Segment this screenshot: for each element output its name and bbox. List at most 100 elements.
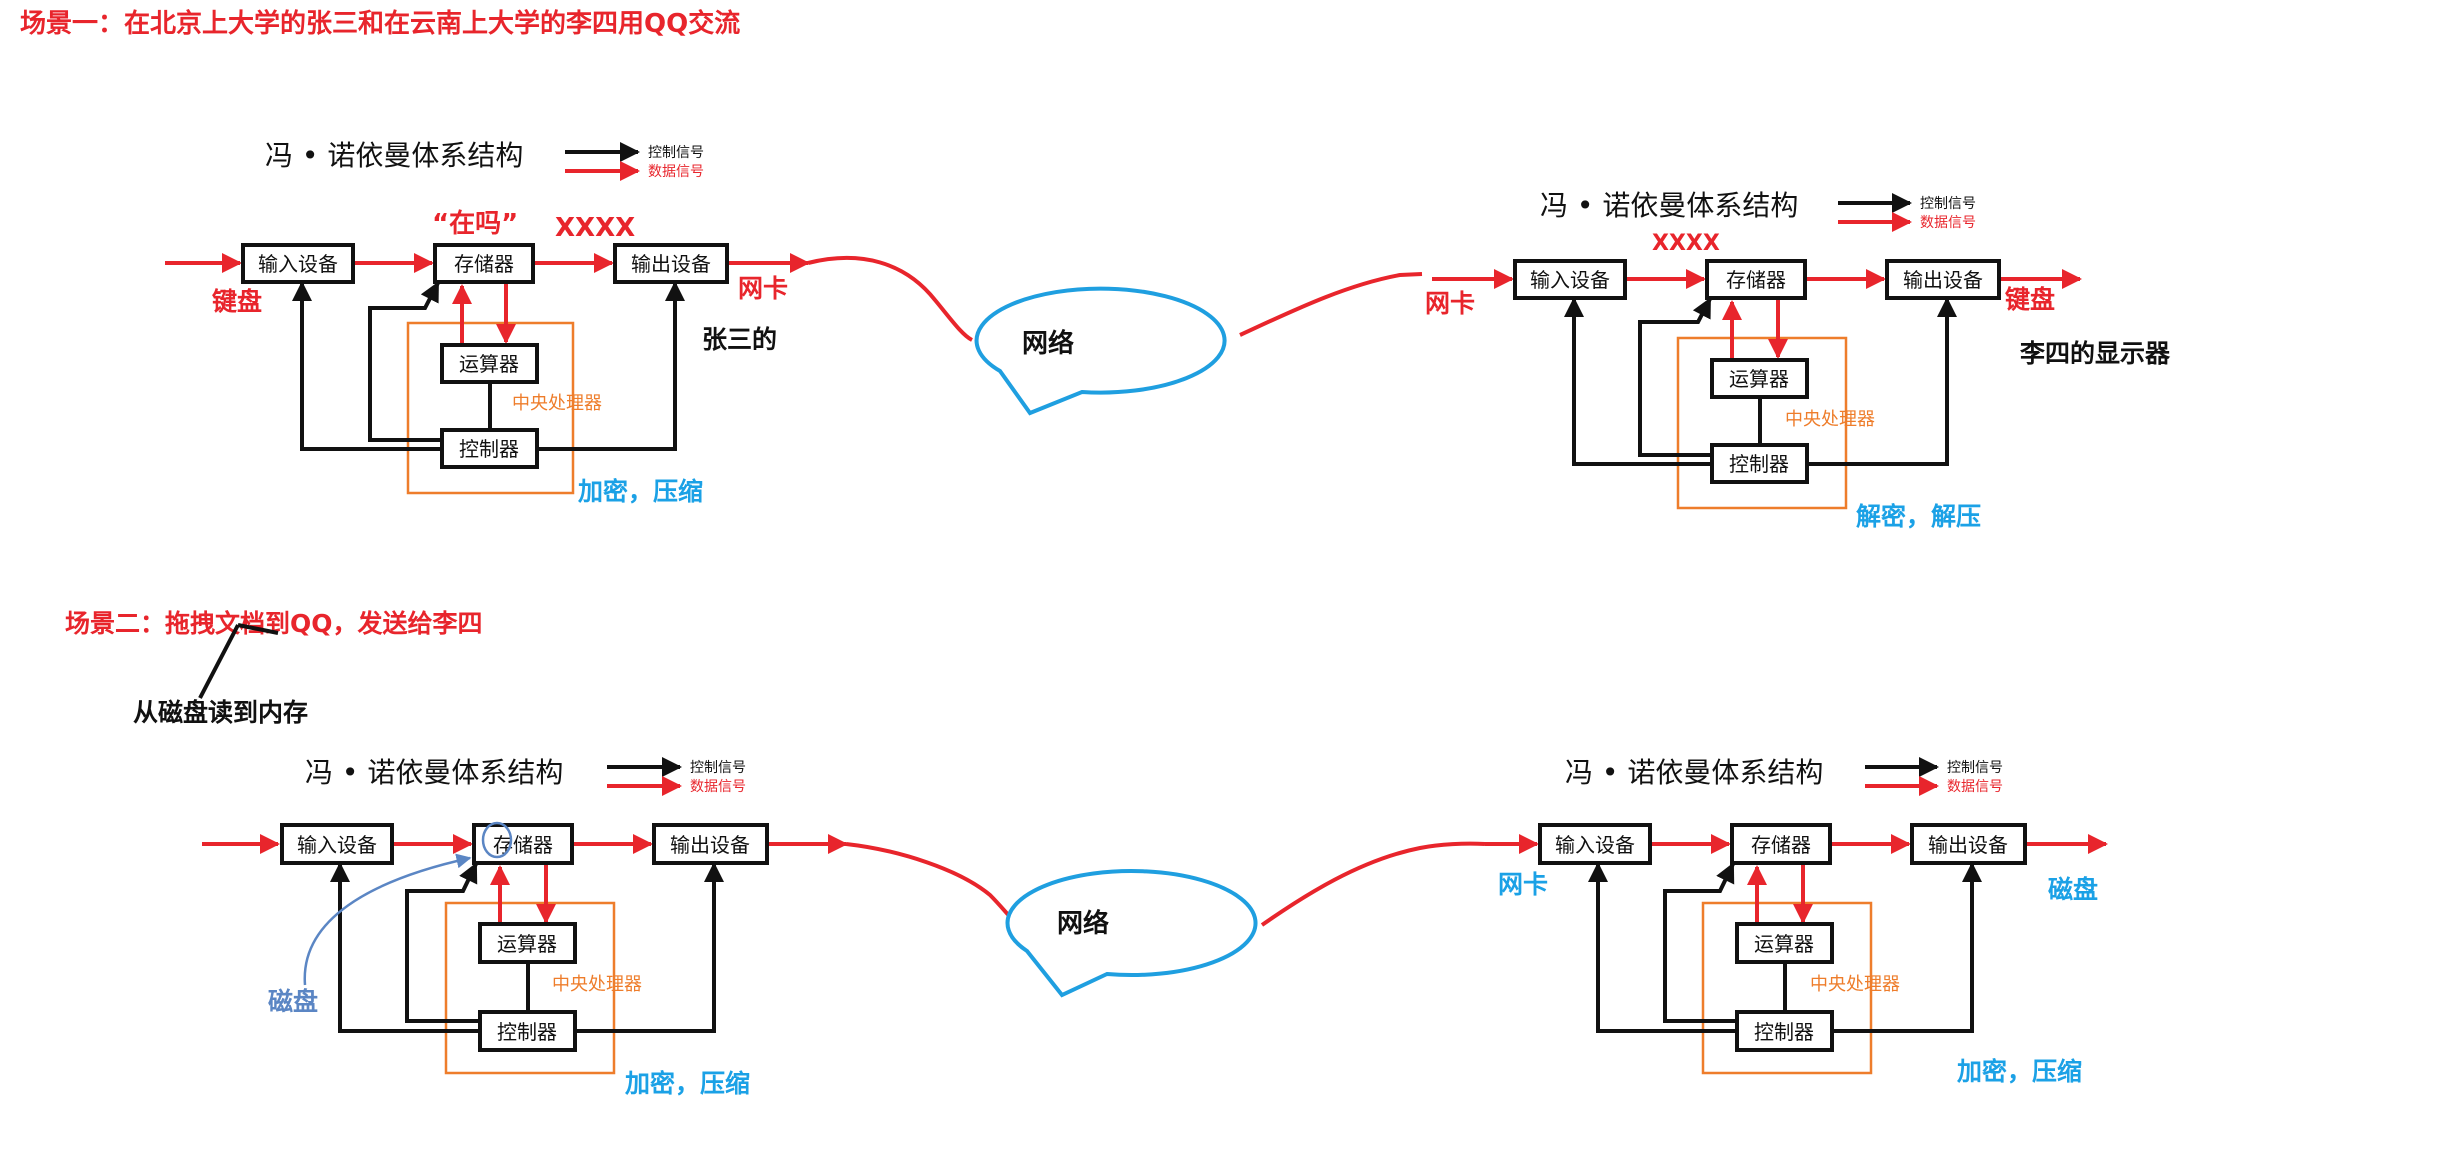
ctrl-to-memory <box>1663 862 1737 1023</box>
output-device-box: 输出设备 <box>613 243 729 284</box>
alu-box: 运算器 <box>440 343 539 384</box>
ctrl-to-output <box>575 862 724 1033</box>
message-label: “在吗” <box>432 209 518 239</box>
output-device-box: 输出设备 <box>652 823 769 865</box>
scene2-left-machine: 冯 • 诺依曼体系结构 控制信号 数据信号 中央处理器 输入设备 存储器 输出设… <box>202 756 848 1098</box>
input-device-box: 输入设备 <box>280 823 394 865</box>
network-label: 网络 <box>1057 908 1109 939</box>
note-pointer-top <box>237 623 279 635</box>
input-device-label: 输入设备 <box>297 833 377 857</box>
scene1-left-machine: 冯 • 诺依曼体系结构 控制信号 数据信号 中央处理器 输入设备 存储器 <box>165 139 810 506</box>
note-pointer <box>198 624 240 699</box>
input-device-box: 输入设备 <box>1513 259 1627 300</box>
output-device-box: 输出设备 <box>1910 823 2027 865</box>
ctrl-to-output <box>1807 297 1957 466</box>
memory-box: 存储器 <box>433 243 535 284</box>
network-link-right <box>1260 841 1486 927</box>
keyboard-label: 键盘 <box>2005 285 2055 314</box>
ctrl-to-input <box>330 862 480 1033</box>
nic-label: 网卡 <box>1425 289 1475 318</box>
cpu-label: 中央处理器 <box>1810 974 1900 995</box>
scene1-title: 场景一：在北京上大学的张三和在云南上大学的李四用QQ交流 <box>20 8 740 39</box>
memory-label: 存储器 <box>454 252 514 276</box>
cpu-label: 中央处理器 <box>512 393 602 414</box>
arch-title: 冯 • 诺依曼体系结构 <box>265 139 523 172</box>
cpu-region <box>1701 901 1873 1075</box>
xxxx-label: XXXX <box>1652 231 1720 256</box>
owner-label: 张三的 <box>702 325 777 354</box>
process-label: 加密，压缩 <box>1956 1057 2082 1086</box>
cpu-region <box>444 901 616 1075</box>
controller-label: 控制器 <box>459 437 519 461</box>
process-label: 解密，解压 <box>1856 502 1981 531</box>
legend-control-label: 控制信号 <box>690 760 746 776</box>
input-device-box: 输入设备 <box>1538 823 1652 865</box>
process-label: 加密，压缩 <box>624 1069 750 1098</box>
legend-control-label: 控制信号 <box>648 145 704 161</box>
scene1-right-machine: 冯 • 诺依曼体系结构 控制信号 数据信号 中央处理器 输入设备 存储器 输出设… <box>1425 189 2171 531</box>
output-device-label: 输出设备 <box>1928 833 2008 857</box>
ctrl-to-output <box>1832 862 1982 1033</box>
cpu-label: 中央处理器 <box>1785 409 1875 430</box>
controller-box: 控制器 <box>1710 443 1809 484</box>
ctrl-to-memory <box>1638 297 1712 457</box>
memory-label: 存储器 <box>493 833 553 857</box>
owner-label: 李四的显示器 <box>2020 339 2171 368</box>
process-label: 加密，压缩 <box>577 477 703 506</box>
output-device-label: 输出设备 <box>670 833 750 857</box>
ctrl-to-output <box>537 281 685 451</box>
legend-data-label: 数据信号 <box>648 164 704 180</box>
memory-label: 存储器 <box>1726 268 1786 292</box>
input-device-box: 输入设备 <box>241 243 355 284</box>
cpu-label: 中央处理器 <box>552 974 642 995</box>
ctrl-to-memory <box>368 281 442 442</box>
output-device-label: 输出设备 <box>631 252 711 276</box>
alu-label: 运算器 <box>1729 367 1789 391</box>
ctrl-to-memory <box>405 862 480 1023</box>
arch-title: 冯 • 诺依曼体系结构 <box>1540 189 1798 222</box>
scene2-right-machine: 冯 • 诺依曼体系结构 控制信号 数据信号 中央处理器 输入设备 存储器 输出设… <box>1485 756 2108 1086</box>
arch-title: 冯 • 诺依曼体系结构 <box>305 756 563 789</box>
disk-label: 磁盘 <box>268 987 318 1016</box>
memory-label: 存储器 <box>1751 833 1811 857</box>
legend-control-label: 控制信号 <box>1920 196 1976 212</box>
controller-box: 控制器 <box>440 428 539 469</box>
ctrl-to-input <box>1564 297 1712 466</box>
network-bubble <box>1005 869 1258 998</box>
network-bubble <box>974 286 1227 416</box>
output-device-box: 输出设备 <box>1885 259 2001 300</box>
legend-data-label: 数据信号 <box>690 779 746 795</box>
controller-box: 控制器 <box>478 1010 577 1052</box>
controller-box: 控制器 <box>1735 1010 1834 1052</box>
input-device-label: 输入设备 <box>1555 833 1635 857</box>
alu-label: 运算器 <box>497 932 557 956</box>
legend-data-label: 数据信号 <box>1920 215 1976 231</box>
network-link-left <box>807 256 974 342</box>
scene2-note: 从磁盘读到内存 <box>133 698 308 727</box>
memory-box: 存储器 <box>1705 259 1807 300</box>
ctrl-to-input <box>292 281 442 451</box>
alu-label: 运算器 <box>1754 932 1814 956</box>
input-device-label: 输入设备 <box>258 252 338 276</box>
memory-box: 存储器 <box>1730 823 1832 865</box>
alu-box: 运算器 <box>1735 922 1834 964</box>
controller-label: 控制器 <box>1754 1020 1814 1044</box>
alu-box: 运算器 <box>478 922 577 964</box>
alu-box: 运算器 <box>1710 358 1809 399</box>
legend-data-label: 数据信号 <box>1947 779 2003 795</box>
network-label: 网络 <box>1022 328 1074 359</box>
network-link-left <box>845 842 1015 922</box>
nic-label: 网卡 <box>738 274 788 303</box>
ctrl-to-input <box>1588 862 1737 1033</box>
keyboard-label: 键盘 <box>212 287 262 316</box>
alu-label: 运算器 <box>459 352 519 376</box>
legend-control-label: 控制信号 <box>1947 760 2003 776</box>
controller-label: 控制器 <box>497 1020 557 1044</box>
cpu-region <box>406 321 575 495</box>
disk-label: 磁盘 <box>2048 875 2098 904</box>
memory-highlight-circle <box>481 821 513 859</box>
network-link-right <box>1239 272 1423 337</box>
nic-label: 网卡 <box>1498 870 1548 899</box>
memory-box: 存储器 <box>472 823 574 865</box>
